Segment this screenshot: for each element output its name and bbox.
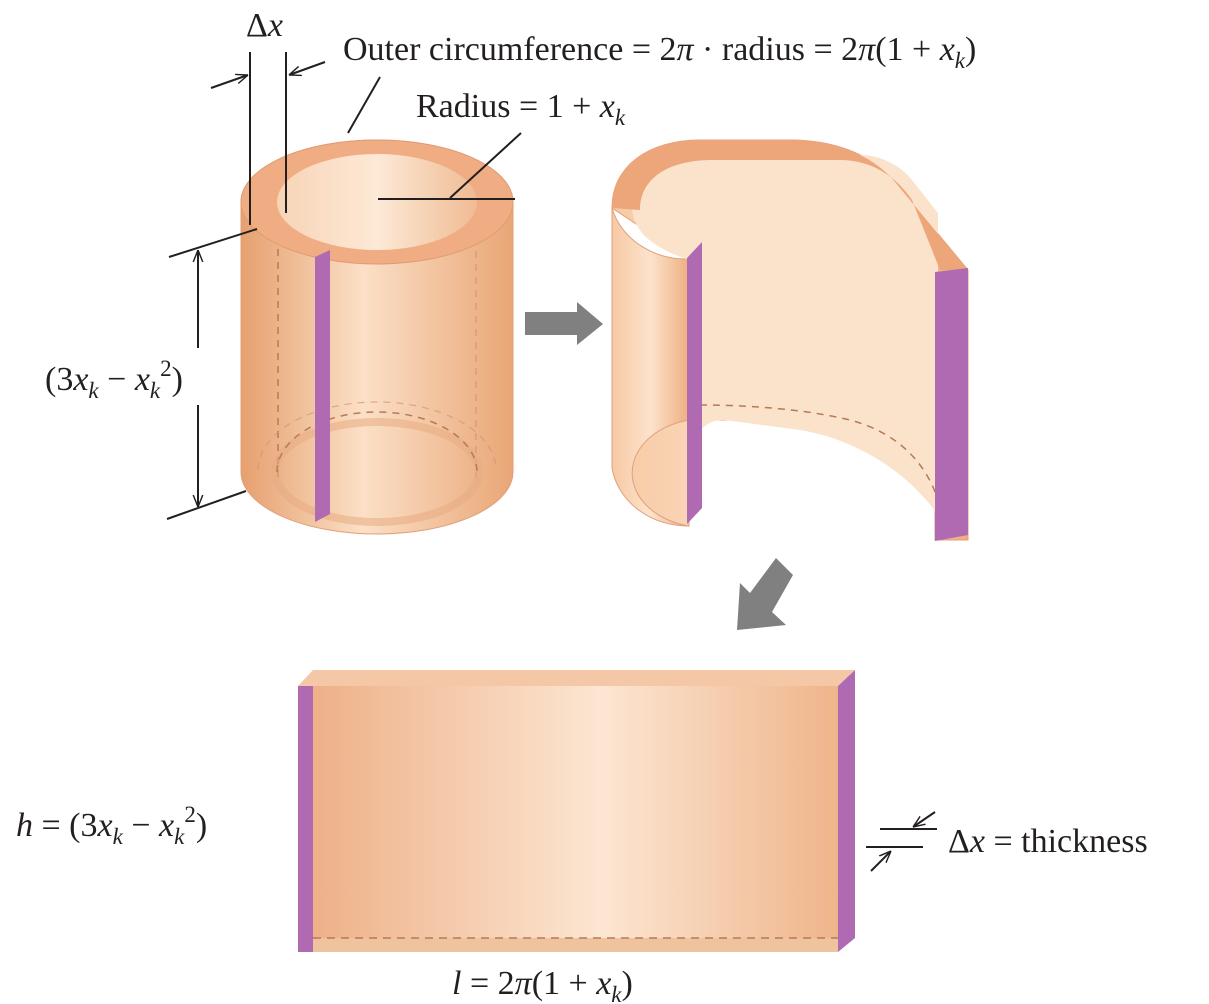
- outer-circumference-label: Outer circumference = 2π · radius = 2π(1…: [343, 31, 976, 73]
- slab-length-label: l = 2π(1 + xk): [452, 965, 633, 1004]
- leader-lines: [347, 76, 522, 199]
- radius-label: Radius = 1 + xk: [416, 88, 626, 130]
- height-dimension: [166, 228, 258, 520]
- flat-slab: [298, 670, 855, 952]
- slab-height-label: h = (3xk − xk2): [16, 802, 207, 849]
- opened-shell: [611, 139, 969, 541]
- thickness-label: Δx = thickness: [948, 823, 1148, 860]
- delta-x-label: Δx: [246, 7, 283, 44]
- transform-arrow-down-left: [737, 558, 793, 630]
- delta-x-dimension: [210, 52, 326, 225]
- thickness-dimension: [866, 811, 937, 872]
- cylindrical-shell: [240, 139, 515, 535]
- transform-arrow-right: [525, 302, 603, 345]
- shell-height-label: (3xk − xk2): [45, 356, 183, 403]
